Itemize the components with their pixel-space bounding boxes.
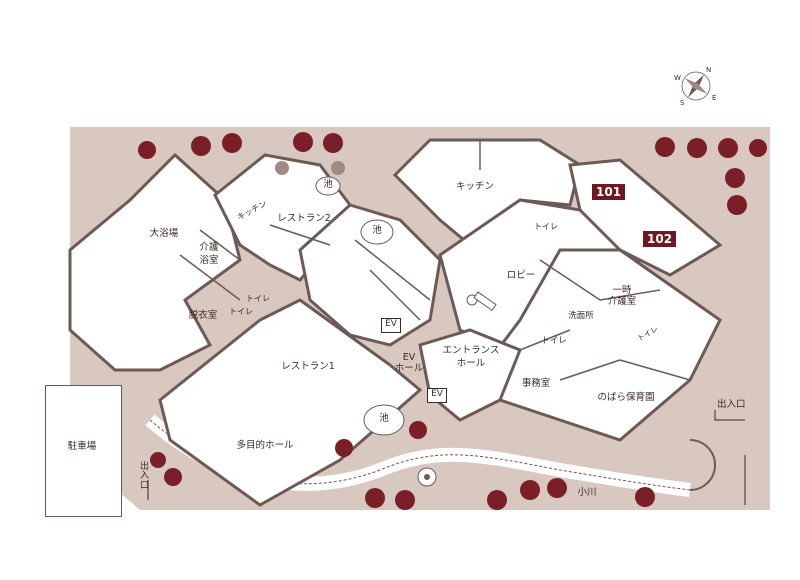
site-ground-notch (70, 127, 140, 190)
care-bath-label-2: 浴室 (199, 255, 219, 266)
tree (138, 141, 156, 159)
toilet-4-label: トイレ (541, 336, 567, 346)
tree (718, 138, 738, 158)
bath-wing (68, 152, 242, 372)
restaurant2-label: レストラン2 (277, 213, 331, 224)
dressing-room-label: 脱衣室 (188, 310, 218, 321)
entrance-hall-label-2: ホール (456, 358, 486, 369)
tree (150, 452, 166, 468)
ev-hall-label-1: EV (402, 352, 416, 363)
parking-lot (45, 385, 122, 517)
compass-icon (681, 71, 711, 101)
entrance-hall-label-1: エントランス (442, 345, 500, 356)
exit-markers (147, 410, 746, 505)
pond-1-shape (315, 176, 341, 196)
room-101-badge: 101 (592, 184, 626, 200)
tree (727, 195, 747, 215)
office-label: 事務室 (521, 378, 551, 389)
pillar-2 (331, 161, 345, 175)
pond-3-label: 池 (379, 413, 389, 424)
pond-3-shape (363, 404, 405, 436)
care-wing (488, 248, 722, 442)
exit-curve (689, 439, 716, 491)
tree (749, 139, 767, 157)
exit-left-label: 出入口 (140, 462, 150, 491)
tree (164, 468, 182, 486)
tree (635, 487, 655, 507)
elevator-1: EV (381, 318, 401, 333)
parking-label: 駐車場 (67, 441, 97, 452)
ev-hall-label-2: ホール (394, 363, 424, 374)
stream-label: 小川 (577, 487, 597, 498)
tree (323, 133, 343, 153)
washroom-label: 洗面所 (568, 311, 594, 321)
toilet-1-label: トイレ (246, 294, 270, 303)
toilet-2-label: トイレ (229, 307, 253, 316)
temp-care-label-1: 一時 (612, 285, 632, 296)
compass-e: E (712, 94, 716, 102)
compass-w: W (674, 74, 681, 82)
care-bath-label-1: 介護 (199, 242, 219, 253)
tree (191, 136, 211, 156)
tree (655, 137, 675, 157)
central-wing (298, 203, 442, 347)
restaurant1-label: レストラン1 (281, 361, 335, 372)
partitions (179, 140, 691, 381)
kitchen-wing (392, 138, 582, 247)
toilet-3-label: トイレ (534, 222, 558, 231)
compass-n: N (706, 66, 711, 74)
lobby-label: ロビー (506, 270, 536, 281)
tree (335, 439, 353, 457)
tree (395, 490, 415, 510)
compass-s: S (680, 99, 685, 107)
trees (138, 132, 767, 510)
tree (222, 133, 242, 153)
restaurant1-wing (158, 298, 423, 507)
pond-2-label: 池 (372, 225, 382, 236)
tree (409, 421, 427, 439)
tree (687, 138, 707, 158)
lobby-fixture (466, 291, 497, 312)
temp-care-label-2: 介護室 (607, 296, 637, 307)
room-102-badge: 102 (643, 231, 677, 247)
tree (365, 488, 385, 508)
multipurpose-hall-label: 多目的ホール (236, 440, 294, 451)
building (68, 138, 723, 507)
nursery-label: のばら保育園 (597, 392, 655, 403)
tree (487, 490, 507, 510)
exit-right-label: 出入口 (717, 399, 746, 410)
pillar-1 (275, 161, 289, 175)
pond-1-label: 池 (323, 179, 333, 190)
stream-edge (149, 419, 691, 491)
tree (293, 132, 313, 152)
kitchen-main-label: キッチン (455, 181, 495, 192)
pond-2-shape (360, 219, 394, 245)
tree (547, 478, 567, 498)
tree (725, 168, 745, 188)
compass-letters: N E S W (674, 66, 716, 107)
large-bath-label: 大浴場 (149, 228, 179, 239)
elevator-2: EV (427, 388, 447, 403)
garden-feature (417, 467, 437, 487)
tree (520, 480, 540, 500)
